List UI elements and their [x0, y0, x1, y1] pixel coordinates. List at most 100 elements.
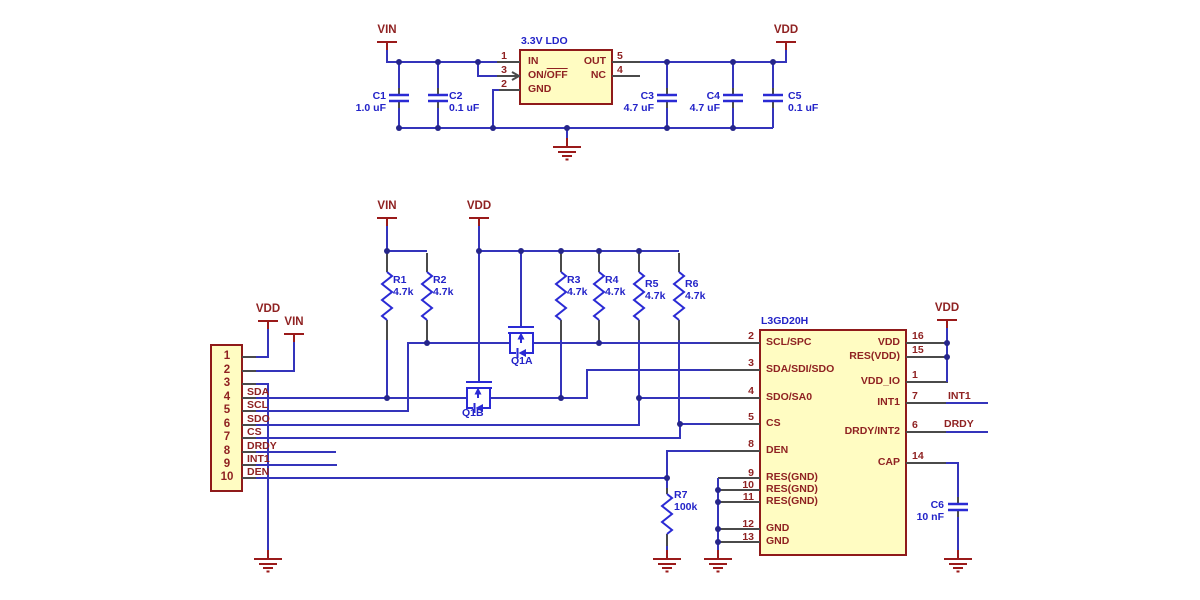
ic-title: L3GD20H: [761, 315, 809, 327]
ic-pin-number-5: 5: [748, 411, 754, 423]
net-label-int1-ic: INT1: [948, 390, 971, 402]
ic-pin-name-gnd-2: GND: [766, 535, 790, 547]
ground-r7: [653, 550, 681, 573]
connector-pin-4: 4: [223, 391, 231, 403]
ic-pin-name-resgnd-1: RES(GND): [766, 471, 818, 483]
cap-value-c1: 1.0 uF: [355, 102, 386, 114]
capacitor-c2: [428, 93, 448, 103]
ldo-pin-name-in: IN: [528, 55, 539, 67]
ic-pin-number-8: 8: [748, 438, 754, 450]
capacitor-c3: [657, 93, 677, 103]
ic-pin-name-sdo-sa0: SDO/SA0: [766, 391, 813, 403]
net-label-vdd-mid: VDD: [466, 200, 492, 212]
ldo-title: 3.3V LDO: [521, 35, 568, 47]
component-symbols: [380, 93, 968, 535]
ic-pin-number-9: 9: [748, 467, 754, 479]
ldo-pin-number-out: 5: [617, 50, 623, 62]
capacitor-c4: [723, 93, 743, 103]
ic-pin-name-gnd-1: GND: [766, 522, 790, 534]
junction-dots: [384, 59, 950, 545]
cap-ref-c5: C5: [788, 90, 802, 102]
res-value-r6: 4.7k: [685, 290, 706, 302]
ground-bus: [704, 550, 732, 573]
ic-pin-number-4: 4: [748, 385, 754, 397]
ic-pin-name-vdd-io: VDD_IO: [860, 375, 900, 387]
ic-pin-name-cs: CS: [766, 417, 781, 429]
ic-pin-number-13: 13: [742, 531, 754, 543]
ic-pin-name-sda-sdi-sdo: SDA/SDI/SDO: [766, 363, 835, 375]
ic-pin-number-15: 15: [912, 344, 924, 356]
net-label-vdd-ic: VDD: [934, 302, 960, 314]
vin-top-supply-bar: [377, 41, 397, 50]
res-ref-r3: R3: [567, 274, 581, 286]
net-label-den: DEN: [247, 466, 270, 478]
cap-ref-c3: C3: [640, 90, 654, 102]
ic-pin-number-12: 12: [742, 518, 754, 530]
ic-pin-number-3: 3: [748, 357, 754, 369]
resistor-r3: [554, 271, 568, 321]
res-ref-r2: R2: [433, 274, 447, 286]
net-label-int1: INT1: [247, 453, 270, 465]
vdd-top-supply-bar: [776, 41, 796, 50]
resistor-r6: [672, 271, 686, 321]
connector-pin-1: 1: [223, 350, 231, 362]
ic-pin-number-11: 11: [742, 491, 754, 503]
capacitor-c1: [389, 93, 409, 103]
net-label-sdo: SDO: [247, 413, 270, 425]
connector-pin-3: 3: [223, 377, 231, 389]
ic-pin-number-6: 6: [912, 419, 918, 431]
ic-pin-name-drdy-int2: DRDY/INT2: [844, 425, 900, 437]
ldo-pin-name-out: OUT: [583, 55, 606, 67]
net-label-vin-top: VIN: [377, 24, 397, 36]
connector-pin-2: 2: [223, 364, 231, 376]
ic-pin-number-16: 16: [912, 330, 924, 342]
connector-pin-5: 5: [223, 404, 231, 416]
pin-stubs: [242, 61, 959, 546]
ic-pin-name-resgnd-3: RES(GND): [766, 495, 818, 507]
ic-pin-name-vdd: VDD: [877, 336, 900, 348]
res-value-r5: 4.7k: [645, 290, 666, 302]
ic-pin-name-resvdd: RES(VDD): [849, 350, 900, 362]
vdd-conn-supply-bar: [258, 320, 278, 329]
transistor-label-q1a: Q1A: [511, 355, 533, 367]
ic-pin-name-scl-spc: SCL/SPC: [766, 336, 812, 348]
ldo-pin-number-onoff: 3: [501, 64, 507, 76]
cap-value-c4: 4.7 uF: [689, 102, 720, 114]
power-symbols: [254, 41, 972, 573]
capacitor-c6: [948, 502, 968, 512]
resistor-r5: [632, 271, 646, 321]
vin-mid-supply-bar: [377, 217, 397, 226]
res-ref-r7: R7: [674, 489, 688, 501]
mosfet-arrows: [474, 332, 526, 412]
connector-pin-6: 6: [223, 418, 231, 430]
ic-pin-number-1: 1: [912, 369, 918, 381]
ldo-pin-number-gnd: 2: [501, 78, 507, 90]
ground-c6: [944, 550, 972, 573]
connector-pin-10: 10: [220, 471, 234, 483]
cap-ref-c4: C4: [706, 90, 720, 102]
net-label-scl: SCL: [247, 399, 268, 411]
res-ref-r1: R1: [393, 274, 407, 286]
cap-value-c6: 10 nF: [916, 511, 944, 523]
net-label-vin-conn: VIN: [284, 316, 304, 328]
res-ref-r6: R6: [685, 278, 699, 290]
net-label-vdd-conn: VDD: [255, 303, 281, 315]
vin-conn-supply-bar: [284, 333, 304, 342]
ic-pin-number-10: 10: [742, 479, 754, 491]
resistor-r1: [380, 271, 394, 321]
ldo-pin-name-onoff: ON/OFF: [528, 69, 568, 81]
cap-value-c5: 0.1 uF: [788, 102, 819, 114]
net-label-cs: CS: [247, 426, 262, 438]
connector-pin-9: 9: [223, 458, 231, 470]
net-label-drdy: DRDY: [247, 440, 277, 452]
cap-value-c3: 4.7 uF: [623, 102, 654, 114]
ldo-onoff-input-marker: [511, 71, 522, 81]
connector-box: [210, 344, 243, 492]
ic-pin-name-resgnd-2: RES(GND): [766, 483, 818, 495]
vdd-mid-supply-bar: [469, 217, 489, 226]
res-ref-r4: R4: [605, 274, 619, 286]
cap-ref-c1: C1: [372, 90, 386, 102]
ic-pin-number-14: 14: [912, 450, 924, 462]
vdd-ic-supply-bar: [937, 319, 957, 328]
connector-pin-7: 7: [223, 431, 231, 443]
